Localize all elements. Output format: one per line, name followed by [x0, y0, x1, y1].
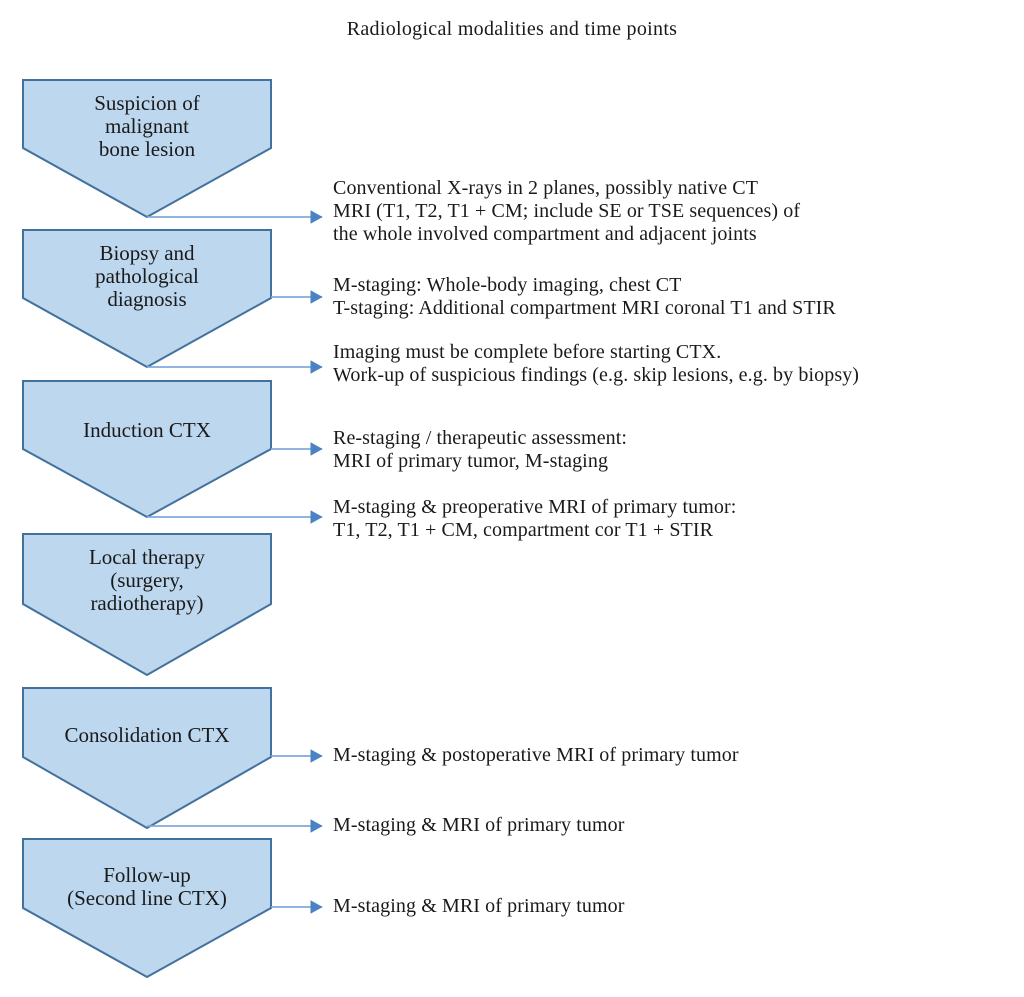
annotation-line: Imaging must be complete before starting… [333, 341, 722, 363]
annotation-preoperative: M-staging & preoperative MRI of primary … [333, 496, 1019, 542]
annotation-line: M-staging & MRI of primary tumor [333, 895, 625, 917]
annotation-staging: M-staging: Whole-body imaging, chest CT … [333, 274, 1019, 320]
annotation-line: M-staging & preoperative MRI of primary … [333, 496, 737, 518]
stage-shape-follow-up [22, 838, 272, 979]
stage-label-suspicion: Suspicion of malignant bone lesion [23, 92, 271, 161]
annotation-line: Work-up of suspicious findings (e.g. ski… [333, 364, 860, 386]
stage-label-local-therapy: Local therapy (surgery, radiotherapy) [23, 546, 271, 615]
annotation-line: T-staging: Additional compartment MRI co… [333, 297, 836, 319]
stage-label-line: Local therapy [88, 545, 206, 569]
annotation-imaging-complete: Imaging must be complete before starting… [333, 341, 1019, 387]
annotation-line: MRI (T1, T2, T1 + CM; include SE or TSE … [333, 200, 801, 222]
annotation-line: MRI of primary tumor, M-staging [333, 450, 609, 472]
stage-shape-consolidation-ctx [22, 687, 272, 830]
figure-title: Radiological modalities and time points [346, 18, 678, 40]
annotation-re-staging: Re-staging / therapeutic assessment: MRI… [333, 427, 1019, 473]
annotation-initial-imaging: Conventional X-rays in 2 planes, possibl… [333, 177, 1019, 246]
stage-shape-local-therapy [22, 533, 272, 677]
stage-label-line: bone lesion [98, 137, 196, 161]
annotation-line: M-staging & MRI of primary tumor [333, 814, 625, 836]
stage-label-line: Suspicion of [94, 91, 200, 115]
stage-shape-biopsy [22, 229, 272, 369]
annotation-line: M-staging: Whole-body imaging, chest CT [333, 274, 682, 296]
annotation-line: Conventional X-rays in 2 planes, possibl… [333, 177, 759, 199]
annotation-m-staging-mri-2: M-staging & MRI of primary tumor [333, 895, 1019, 918]
annotation-postoperative: M-staging & postoperative MRI of primary… [333, 744, 1019, 767]
annotation-m-staging-mri-1: M-staging & MRI of primary tumor [333, 814, 1019, 837]
stage-label-line: pathological [95, 264, 199, 288]
stage-label-follow-up: Follow-up (Second line CTX) [23, 864, 271, 910]
annotation-line: T1, T2, T1 + CM, compartment cor T1 + ST… [333, 519, 714, 541]
stage-label-consolidation-ctx: Consolidation CTX [23, 724, 271, 747]
stage-shape-suspicion [22, 79, 272, 219]
stage-label-line: Follow-up [103, 863, 191, 887]
annotation-line: M-staging & postoperative MRI of primary… [333, 744, 739, 766]
stage-label-line: Induction CTX [83, 418, 211, 442]
stage-label-line: malignant [105, 114, 189, 138]
annotation-line: Re-staging / therapeutic assessment: [333, 427, 628, 449]
stage-label-induction-ctx: Induction CTX [23, 419, 271, 442]
stage-label-biopsy: Biopsy and pathological diagnosis [23, 242, 271, 311]
stage-label-line: Biopsy and [99, 241, 195, 265]
stage-label-line: diagnosis [107, 287, 187, 311]
annotation-line: the whole involved compartment and adjac… [333, 223, 757, 245]
stage-label-line: radiotherapy) [90, 591, 204, 615]
stage-shape-induction-ctx [22, 380, 272, 519]
stage-label-line: (surgery, [110, 568, 184, 592]
stage-label-line: (Second line CTX) [67, 886, 227, 910]
stage-label-line: Consolidation CTX [64, 723, 230, 747]
